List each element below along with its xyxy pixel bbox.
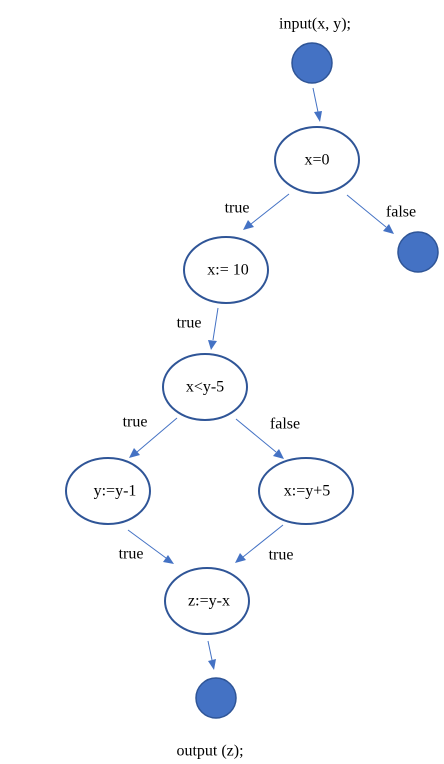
node-x-eq-0-label: x=0 xyxy=(304,152,329,169)
start-node-dot xyxy=(291,42,333,84)
node-z-assign-y-minus-x: z:=y-x xyxy=(164,567,250,635)
end-node-dot xyxy=(195,677,237,719)
edge-label-true-5: true xyxy=(269,547,294,564)
edge-label-true-3: true xyxy=(123,414,148,431)
input-statement: input(x, y); xyxy=(279,16,351,33)
edge-label-true-4: true xyxy=(119,546,144,563)
edge-start-to-x-eq-0 xyxy=(312,87,322,122)
edge-x-eq-0-to-x-assign-10 xyxy=(243,193,290,230)
edge-label-false-2: false xyxy=(270,416,300,433)
node-z-assign-y-minus-x-label: z:=y-x xyxy=(188,593,230,610)
edge-x-assign-10-to-x-lt-y-minus-5 xyxy=(208,307,219,350)
output-statement: output (z); xyxy=(176,743,243,760)
node-x-assign-y-plus-5-label: x:=y+5 xyxy=(284,483,331,500)
edge-label-false-1: false xyxy=(386,204,416,221)
node-y-assign-y-minus-1-label: y:=y-1 xyxy=(94,483,137,500)
edge-label-true-1: true xyxy=(225,200,250,217)
edge-z-assign-to-end xyxy=(207,640,216,670)
node-x-assign-y-plus-5: x:=y+5 xyxy=(258,457,354,525)
edge-x-lt-y-minus-5-to-x-assign-y-plus-5 xyxy=(235,418,284,459)
edges xyxy=(127,87,394,670)
node-x-eq-0: x=0 xyxy=(274,126,360,194)
edge-y-assign-to-z-assign xyxy=(127,529,174,564)
node-x-lt-y-minus-5-label: x<y-5 xyxy=(186,379,224,396)
false-exit-node-dot xyxy=(397,231,439,273)
node-x-assign-10: x:= 10 xyxy=(183,236,269,304)
edge-x-eq-0-to-false-end xyxy=(346,194,394,234)
edge-label-true-2: true xyxy=(177,315,202,332)
node-y-assign-y-minus-1: y:=y-1 xyxy=(65,457,151,525)
edge-x-assign-y-plus-5-to-z-assign xyxy=(235,524,284,563)
node-x-assign-10-label: x:= 10 xyxy=(207,262,248,279)
edge-x-lt-y-minus-5-to-y-assign xyxy=(129,417,178,458)
node-x-lt-y-minus-5: x<y-5 xyxy=(162,353,248,421)
